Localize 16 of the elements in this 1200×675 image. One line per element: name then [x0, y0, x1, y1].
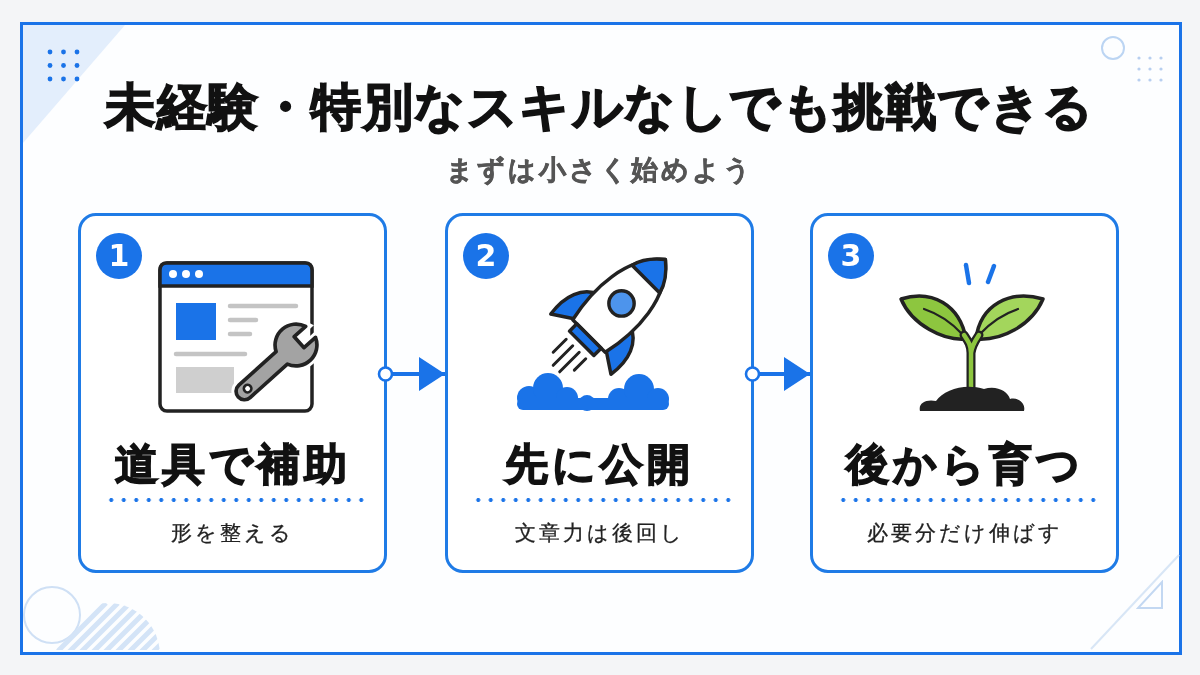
step-card [810, 213, 1119, 573]
step-caption: 必要分だけ伸ばす [866, 520, 1063, 547]
title: 未経験・特別なスキルなしでも挑戦できる [105, 77, 1095, 138]
step-heading: 道具で補助 [114, 438, 351, 491]
step-caption: 文章力は後回し [514, 520, 685, 547]
step-heading: 先に公開 [505, 438, 694, 491]
number-badge: 3 [828, 233, 874, 279]
number-badge: 1 [96, 233, 142, 279]
step-card [78, 213, 387, 573]
step-heading: 後から育つ [845, 438, 1084, 491]
step-caption: 形を整える [171, 520, 294, 547]
arrow [744, 357, 810, 391]
number-badge: 2 [463, 233, 509, 279]
subtitle: まずは小さく始めよう [446, 153, 754, 187]
step-card [445, 213, 754, 573]
arrow [377, 357, 445, 391]
